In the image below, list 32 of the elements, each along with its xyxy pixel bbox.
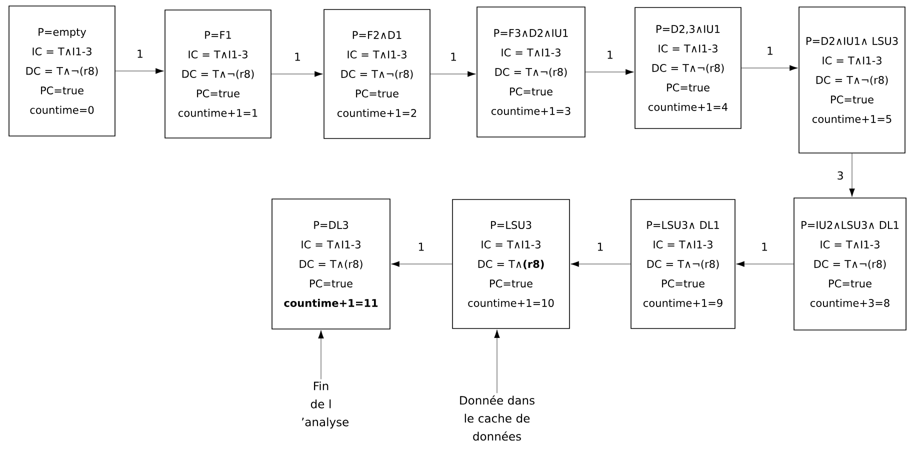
state-box: P=empty IC = T∧I1-3 DC = T∧¬(r8) PC=true countime=0 [8,6,116,136]
edge-label: 1 [598,242,603,251]
annotation-text: Fin de l ’analyse [302,381,348,429]
state-box: P=IU2∧LSU3∧ DL1 IC = T∧I1-3 DC = T∧¬(r8) PC=true countime+3=8 [794,198,906,330]
state-box: P=D2∧IU1∧ LSU3 IC = T∧I1-3 DC = T∧¬(r8) PC=true countime+1=5 [798,6,906,154]
arrow [570,261,631,267]
arrow [741,65,798,71]
arrow [585,69,634,75]
edge-label: 1 [608,50,612,59]
arrow [494,330,500,394]
arrow [115,68,164,74]
state-box: P=F2∧D1 IC = T∧I1-3 DC = T∧¬(r8) PC=true countime+1=2 [324,9,430,139]
arrow [391,261,452,267]
arrow [430,71,476,77]
arrow [736,261,794,267]
state-box: P=DL3 IC = T∧I1-3 DC = T∧(r8) PC=true countime+1=11 [272,198,390,330]
state-box: P=F1 IC = T∧I1-3 DC = T∧¬(r8) PC=true countime+1=1 [164,10,272,138]
edge-label: 1 [418,242,424,251]
edge-label: 1 [768,46,772,55]
edge-label: 1 [451,52,456,61]
edge-label: 1 [295,52,300,61]
edge-label: 1 [138,50,142,58]
state-box: P=LSU3∧ DL1 IC = T∧I1-3 DC = T∧¬(r8) PC=true countime+1=9 [630,199,736,329]
edge-label: 1 [762,242,767,251]
arrow [849,153,855,197]
annotation-text: Donnée dans le cache de données [460,395,534,441]
state-box: P=F3∧D2∧IU1 IC = T∧I1-3 DC = T∧¬(r8) PC=true countime+1=3 [476,6,586,138]
state-box: P=D2,3∧IU1 IC = T∧I1-3 DC = T∧¬(r8) PC=true countime+1=4 [634,7,742,129]
arrow [318,330,324,380]
state-box: P=LSU3 IC = T∧I1-3 DC = T∧(r8) PC=true countime+1=10 [452,199,570,329]
edge-label: 3 [838,171,843,180]
arrow [271,71,323,77]
